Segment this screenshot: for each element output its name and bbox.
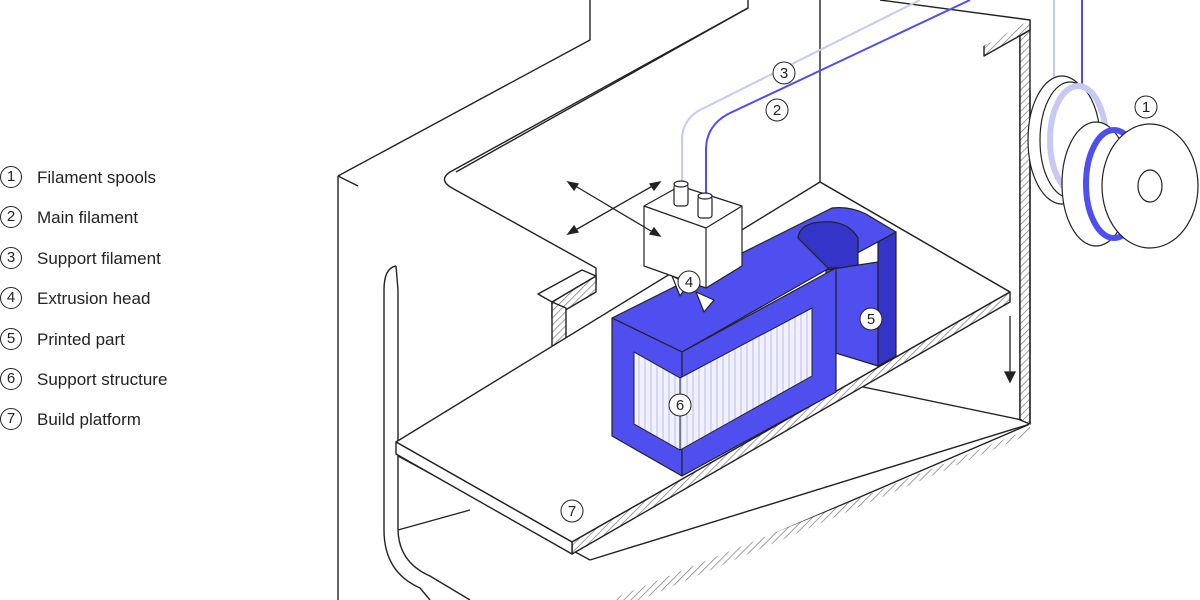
- z-motion-arrow: [1003, 316, 1017, 384]
- legend-item-support-structure: 6 Support structure: [0, 367, 260, 408]
- filament-spools: [1027, 75, 1199, 249]
- callout-number: 5: [867, 311, 875, 328]
- callout-number: 7: [568, 503, 576, 520]
- legend-item-main-filament: 2 Main filament: [0, 206, 260, 246]
- callout-printed-part: 5: [859, 307, 883, 331]
- legend-item-filament-spools: 1 Filament spools: [0, 166, 260, 206]
- legend-number: 7: [0, 408, 22, 431]
- callout-spools: 1: [1134, 95, 1158, 119]
- callout-build-platform: 7: [560, 499, 584, 523]
- callout-number: 4: [685, 274, 693, 291]
- legend-item-extrusion-head: 4 Extrusion head: [0, 287, 260, 327]
- extrusion-head: [643, 180, 743, 313]
- callout-number: 2: [773, 102, 781, 119]
- legend-item-printed-part: 5 Printed part: [0, 327, 260, 368]
- legend-number: 6: [0, 367, 22, 390]
- callout-extrusion-head: 4: [677, 270, 701, 294]
- legend-label: Main filament: [37, 208, 139, 228]
- callout-support-filament: 3: [772, 61, 796, 85]
- support-filament: [681, 0, 921, 184]
- legend: 1 Filament spools 2 Main filament 3 Supp…: [0, 166, 260, 449]
- legend-label: Support structure: [37, 369, 168, 389]
- legend-number: 2: [0, 206, 22, 229]
- legend-item-build-platform: 7 Build platform: [0, 408, 260, 448]
- legend-label: Extrusion head: [37, 289, 151, 309]
- legend-label: Printed part: [37, 329, 125, 349]
- legend-label: Filament spools: [37, 168, 157, 187]
- legend-number: 5: [0, 327, 22, 350]
- legend-number: 1: [0, 166, 22, 188]
- legend-label: Build platform: [37, 410, 141, 430]
- callout-support-structure: 6: [668, 393, 692, 417]
- legend-label: Support filament: [37, 248, 161, 268]
- legend-number: 4: [0, 287, 22, 310]
- callout-number: 1: [1142, 99, 1150, 116]
- callout-number: 6: [676, 397, 684, 414]
- xy-motion-arrows: [566, 181, 662, 237]
- legend-number: 3: [0, 246, 22, 269]
- callout-number: 3: [780, 65, 788, 82]
- callout-main-filament: 2: [765, 98, 789, 122]
- legend-item-support-filament: 3 Support filament: [0, 246, 260, 287]
- printer-frame: [337, 0, 1031, 600]
